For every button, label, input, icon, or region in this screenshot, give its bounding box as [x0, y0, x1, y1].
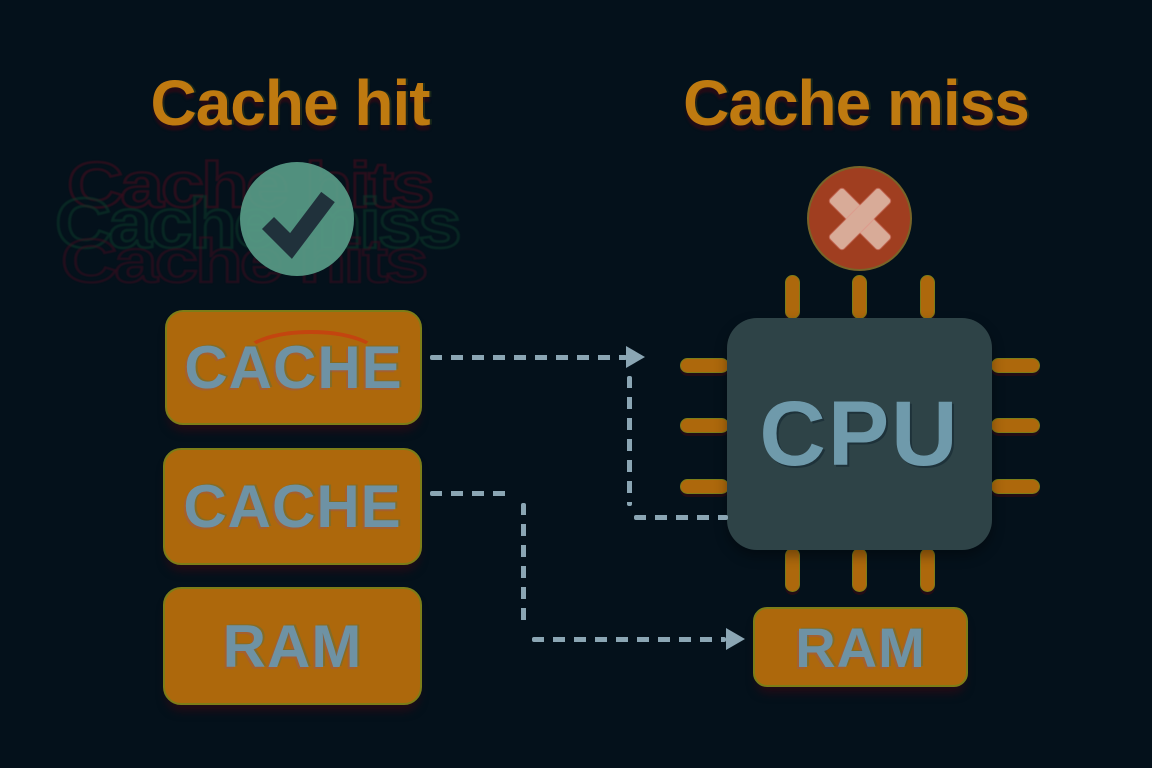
cpu-pin-right-3 [991, 479, 1040, 494]
connector-cache-to-cpu-entry [634, 515, 728, 520]
artifact-red-arc [242, 330, 380, 382]
cpu-pin-right-1 [991, 358, 1040, 373]
cpu-chip: CPU [727, 318, 992, 550]
ram-box-left-label: RAM [222, 612, 363, 680]
connector-cache-to-ram-entry [532, 637, 726, 642]
checkmark-icon [261, 191, 335, 259]
cpu-pin-bottom-2 [852, 548, 867, 592]
cpu-pin-top-2 [852, 275, 867, 319]
title-cache-hit: Cache hit [150, 67, 430, 139]
cpu-pin-left-1 [680, 358, 729, 373]
cpu-pin-top-1 [785, 275, 800, 319]
connector-cache-to-ram-horizontal [430, 491, 514, 496]
cpu-pin-bottom-3 [920, 548, 935, 592]
connector-cache-to-ram-vertical [521, 503, 526, 629]
cache-box-1: CACHE [165, 310, 422, 425]
ram-box-right-label: RAM [795, 615, 926, 679]
ram-box-right: RAM [753, 607, 968, 687]
cpu-pin-top-3 [920, 275, 935, 319]
connector-cache-to-cpu-vertical [627, 376, 632, 506]
arrowhead-icon-cache-to-ram [726, 628, 745, 650]
cpu-pin-right-2 [991, 418, 1040, 433]
ram-box-left: RAM [163, 587, 422, 705]
cross-circle-icon [807, 166, 912, 271]
cpu-pin-left-3 [680, 479, 729, 494]
connector-cache-to-cpu-horizontal [430, 355, 627, 360]
check-circle-icon [240, 162, 354, 276]
cpu-label: CPU [759, 382, 960, 485]
arrowhead-icon-cache-to-cpu [626, 346, 645, 368]
cpu-pin-bottom-1 [785, 548, 800, 592]
title-cache-miss: Cache miss [683, 67, 1030, 139]
cpu-pin-left-2 [680, 418, 729, 433]
cache-box-2-label: CACHE [183, 473, 402, 540]
cache-box-2: CACHE [163, 448, 422, 565]
